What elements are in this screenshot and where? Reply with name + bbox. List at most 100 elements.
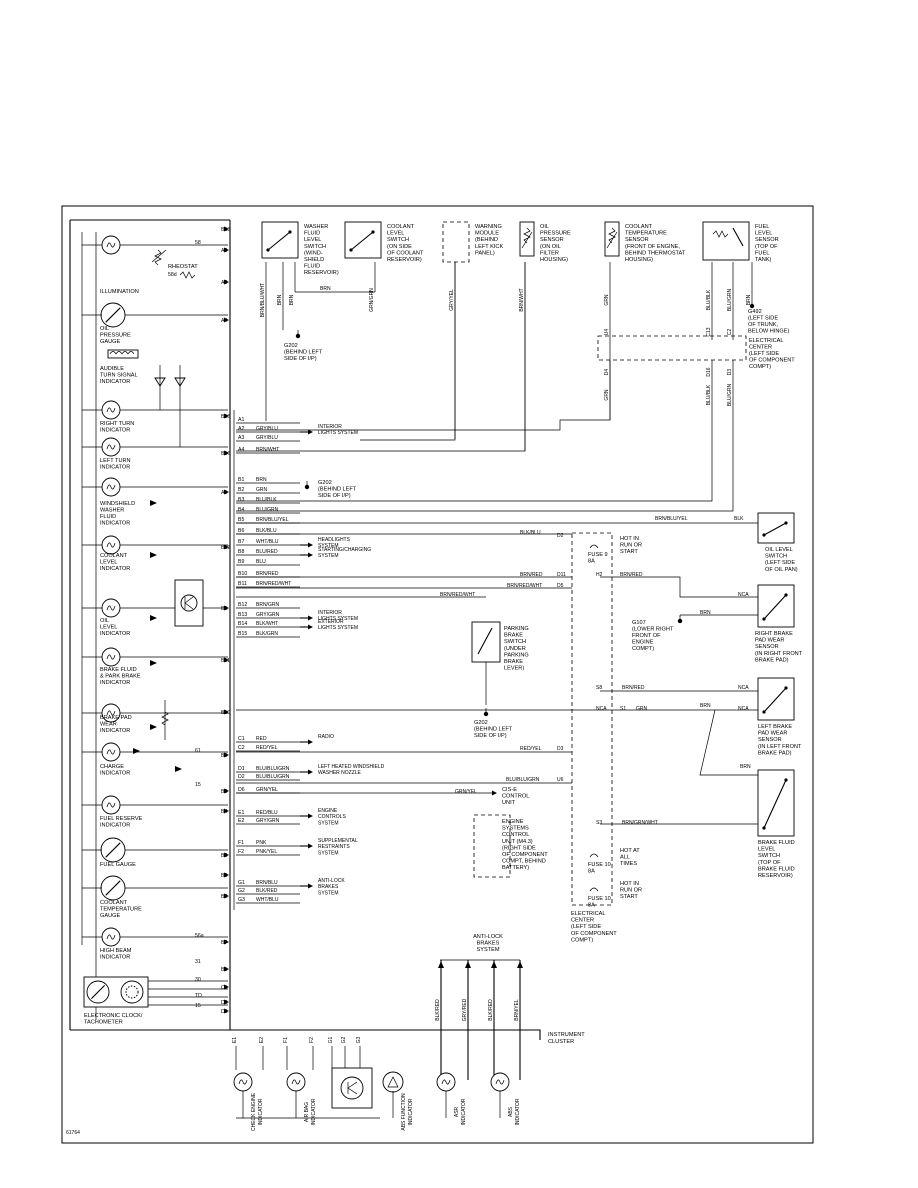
bottom-pin-e1: E1	[232, 1037, 238, 1043]
left-brake-pad-switch-icon	[757, 677, 795, 721]
left-component-column: ILLUMINATIONRHEOSTATOILPRESSUREGAUGEAUDI…	[82, 235, 228, 1026]
oil-level-switch-label: SWITCH	[765, 554, 787, 560]
connector-pin-b14: B14	[238, 621, 247, 627]
left-pin-arrow-4	[224, 279, 229, 285]
hot-run-label: RUN OR	[620, 543, 642, 549]
dest-arrow-b8	[308, 552, 313, 558]
right-turn-label: RIGHT TURN	[100, 421, 134, 427]
mid-wire-label-10: NCA	[738, 592, 749, 598]
audible-turn-label: AUDIBLE	[100, 366, 124, 372]
coolant-switch-switch-icon-contact	[350, 231, 374, 251]
fuel-reserve-label: INDICATOR	[100, 823, 130, 829]
washer-switch-switch-icon-pivot	[266, 248, 270, 252]
fuse-10b-label: FUSE 10	[588, 896, 611, 902]
left-pin-arrow-5	[224, 317, 229, 323]
illumination-lamp-icon-filament	[106, 242, 116, 248]
right-brake-pad-label: RIGHT BRAKE	[755, 631, 793, 637]
brake-fluid-switch-switch-icon-stop	[784, 778, 788, 782]
bottom-wire-label-3: BRN/YEL	[514, 999, 520, 1021]
fuel-blu-blk-wire	[236, 360, 713, 502]
fuel-sensor-label: TANK)	[755, 257, 772, 263]
dest-arrow-g1	[308, 883, 313, 889]
oil-sensor-label: PRESSURE	[540, 231, 571, 237]
ems-label: COMPT, BEHIND	[502, 859, 546, 865]
g107-label: ENGINE	[632, 640, 654, 646]
middle-annotations: PARKINGBRAKESWITCH(UNDERPARKINGBRAKELEVE…	[236, 480, 751, 1080]
clock-label: TACHOMETER	[84, 1020, 123, 1026]
connector-pin-a3: A3	[238, 435, 244, 441]
g202-b1-ground-icon	[304, 481, 310, 490]
oil-pressure-gauge-label: OIL	[100, 326, 109, 332]
connector-pin-b8: B8	[238, 549, 244, 555]
brake-pad-label: INDICATOR	[100, 728, 130, 734]
figure-id: 61764	[66, 1130, 80, 1136]
connector-wire-g2: BLK/RED	[256, 888, 278, 894]
right-brake-pad-label: (IN RIGHT FRONT	[755, 651, 803, 657]
rheostat-wiper	[151, 249, 167, 263]
connector-wire-b9: BLU	[256, 559, 266, 565]
fuel-sensor-box	[702, 221, 750, 261]
ec-down-wire-label-0: GRN	[604, 389, 610, 401]
connector-wire-f2: PNK/YEL	[256, 849, 277, 855]
oil-pressure-gauge-gauge-icon-needle	[105, 307, 121, 323]
ems-label: UNIT (M4.3)	[502, 839, 533, 845]
coolant-sensor-box	[604, 221, 620, 257]
left-pin-30: 30	[195, 977, 201, 983]
hot-run2-label: RUN OR	[620, 888, 642, 894]
top-wire-label-4: GRY/YEL	[449, 289, 455, 311]
fuel-sensor-resistor-icon	[712, 230, 729, 238]
brake-fluid-label: & PARK BRAKE	[100, 674, 141, 680]
parking-brake-label: BRAKE	[504, 659, 523, 665]
coolant-sensor-label: SENSOR	[625, 237, 649, 243]
oil-level-label: INDICATOR	[100, 631, 130, 637]
bottom-pin-g3: G3	[356, 1036, 362, 1043]
mid-wire-label-27: S8	[596, 685, 602, 691]
connector-pin-d2: D2	[238, 774, 245, 780]
left-brake-pad-switch-icon-contact	[763, 687, 787, 713]
g202-mid-ground-icon-dot	[483, 711, 489, 717]
instrument-label-2: CLUSTER	[548, 1039, 574, 1045]
connector-wire-b11: BRN/RED/WHT	[256, 581, 291, 587]
fuse-10b-label: 8A	[588, 903, 595, 909]
connector-pin-b5: B5	[238, 517, 244, 523]
coolant-switch-switch-icon-stop	[371, 230, 375, 234]
washer-switch-label: RESERVOIR)	[304, 270, 339, 276]
g492-ground-icon-dot	[749, 303, 755, 309]
right-turn-lamp-icon	[101, 400, 121, 420]
g202-b1-label: G202	[318, 480, 332, 486]
clock-icon-needle	[91, 985, 105, 999]
bottom-pin-g2: G2	[341, 1036, 347, 1043]
dest-label-b14: EXTERIOR	[318, 619, 344, 625]
brake-pad-label: BRAKE PAD	[100, 715, 132, 721]
warning-module-label: PANEL)	[475, 250, 495, 256]
right-turn-label: INDICATOR	[100, 428, 130, 434]
g202-top-label: (BEHIND LEFT	[284, 350, 323, 356]
connector-pin-b10: B10	[238, 571, 247, 577]
high-beam-lamp-icon	[101, 927, 121, 947]
air-bag-lamp-icon	[286, 1072, 306, 1092]
ec-down-wire-label-1: BLU/BLK	[706, 384, 712, 405]
dest-label-e1: SYSTEM	[318, 820, 339, 826]
connector-pin-b7: B7	[238, 539, 244, 545]
hot-run2-label: HOT IN	[620, 881, 639, 887]
mid-wire-label-18: GRN	[636, 706, 648, 712]
oil-level-lamp-icon	[101, 598, 121, 618]
fuse-10a-label: 8A	[588, 869, 595, 875]
brake-fluid-switch-label: BRAKE FLUID	[758, 840, 795, 846]
check-engine-lamp-icon-filament	[238, 1079, 248, 1085]
washer-switch-label: SHIELD	[304, 257, 324, 263]
transistor-icon	[180, 594, 198, 612]
mid-wire-label-2: BLK/BLU	[520, 530, 541, 536]
ems-box	[473, 814, 511, 878]
g202-mid-ground-icon	[483, 708, 489, 717]
mid-wire-label-6: BRN/RED/WHT	[507, 583, 542, 589]
connector-pin-c2: C2	[238, 745, 245, 751]
dest-label-c1: RADIO	[318, 734, 334, 740]
check-engine-label-0: CHECK ENGINE	[251, 1092, 257, 1131]
clock-label: ELECTRONIC CLOCK/	[84, 1013, 143, 1019]
mid-wire-label-3: D2	[557, 533, 564, 539]
oil-sensor-label: HOUSING)	[540, 257, 568, 263]
connector-wire-d2: BLU/BLU/GRN	[256, 774, 290, 780]
dest-label-b8: SYSTEM	[318, 553, 339, 559]
top-wire-label-8: BLU/GRN	[727, 289, 733, 312]
